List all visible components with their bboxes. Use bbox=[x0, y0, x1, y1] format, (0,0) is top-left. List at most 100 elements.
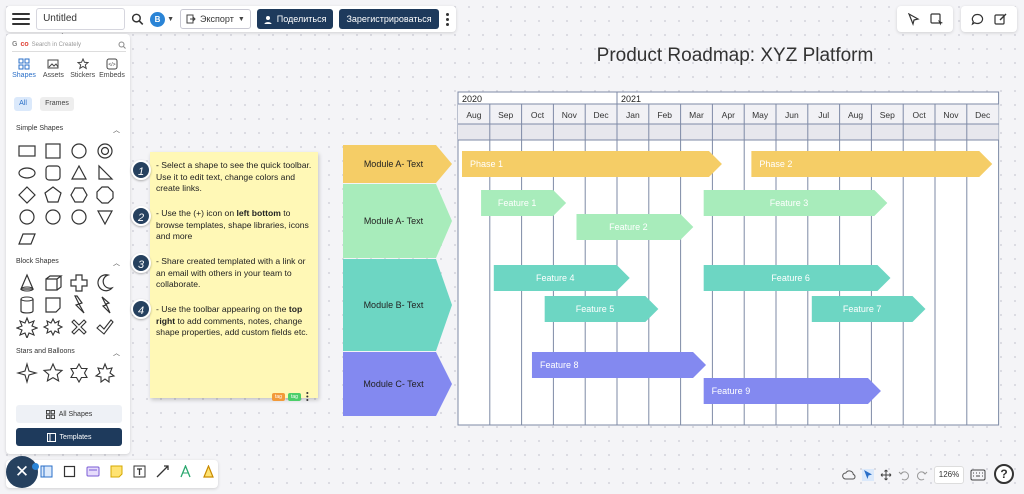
pointer-icon[interactable] bbox=[862, 469, 874, 481]
export-button[interactable]: Экспорт ▼ bbox=[180, 9, 251, 29]
sticky-note[interactable]: - Select a shape to see the quick toolba… bbox=[150, 152, 318, 402]
pointer-icon[interactable] bbox=[907, 12, 920, 26]
roadmap-bar bbox=[751, 151, 993, 177]
redo-icon[interactable] bbox=[916, 469, 928, 481]
bar-label: Feature 7 bbox=[843, 304, 882, 314]
moon-shape-icon[interactable] bbox=[94, 272, 116, 294]
collab-tools bbox=[961, 6, 1017, 32]
month-label: Oct bbox=[531, 110, 545, 120]
month-label: Jan bbox=[626, 110, 640, 120]
cylinder-shape-icon[interactable] bbox=[16, 294, 38, 316]
down-triangle-shape-icon[interactable] bbox=[94, 206, 116, 228]
frame-icon[interactable] bbox=[40, 465, 53, 478]
filter-all[interactable]: All bbox=[14, 97, 32, 111]
octagon-shape-icon[interactable] bbox=[94, 184, 116, 206]
module-arrow bbox=[343, 184, 452, 258]
template-icon bbox=[46, 432, 56, 442]
tab-embeds[interactable]: </> Embeds bbox=[98, 58, 126, 79]
folded-corner-shape-icon[interactable] bbox=[42, 294, 64, 316]
rectangle-shape-icon[interactable] bbox=[16, 140, 38, 162]
sidebar-search[interactable]: G co Search in Creately bbox=[12, 38, 126, 52]
ellipse-shape-icon[interactable] bbox=[16, 162, 38, 184]
search-icon[interactable] bbox=[131, 12, 144, 26]
section-simple-shapes[interactable]: Simple Shapes︿ bbox=[16, 125, 120, 134]
cloud-icon[interactable] bbox=[842, 469, 856, 481]
bar-label: Phase 1 bbox=[470, 159, 503, 169]
share-button[interactable]: Поделиться bbox=[256, 9, 334, 29]
hamburger-menu-icon[interactable] bbox=[12, 9, 31, 29]
section-block-shapes[interactable]: Block Shapes︿ bbox=[16, 258, 120, 267]
comment-icon[interactable] bbox=[971, 13, 984, 26]
pan-icon[interactable] bbox=[880, 469, 892, 481]
module-label: Module A- Text bbox=[364, 216, 424, 226]
bar-label: Phase 2 bbox=[759, 159, 792, 169]
square-shape-icon[interactable] bbox=[42, 140, 64, 162]
year-label: 2020 bbox=[462, 94, 482, 104]
text-tool-icon[interactable] bbox=[133, 465, 146, 478]
cube-shape-icon[interactable] bbox=[42, 272, 64, 294]
roadmap-bar bbox=[531, 352, 707, 378]
bottom-toolbar bbox=[6, 460, 218, 488]
undo-icon[interactable] bbox=[898, 469, 910, 481]
circle-shape-icon[interactable] bbox=[16, 206, 38, 228]
tab-shapes[interactable]: Shapes bbox=[10, 58, 38, 79]
hexagon-shape-icon[interactable] bbox=[68, 184, 90, 206]
help-icon[interactable]: ? bbox=[994, 464, 1014, 484]
lightning-bolt-shape-icon[interactable] bbox=[94, 294, 116, 316]
right-triangle-shape-icon[interactable] bbox=[94, 162, 116, 184]
parallelogram-shape-icon[interactable] bbox=[16, 228, 38, 250]
diamond-shape-icon[interactable] bbox=[16, 184, 38, 206]
x-shape-icon[interactable] bbox=[68, 316, 90, 338]
star7-shape-icon[interactable] bbox=[94, 362, 116, 384]
bar-label: Feature 8 bbox=[540, 360, 579, 370]
circle-shape-icon[interactable] bbox=[68, 206, 90, 228]
tag-orange[interactable]: tag bbox=[272, 392, 285, 401]
search-input[interactable]: Search in Creately bbox=[31, 41, 81, 48]
module-arrow bbox=[343, 352, 452, 416]
rounded-square-shape-icon[interactable] bbox=[42, 162, 64, 184]
rectangle-tool-icon[interactable] bbox=[63, 465, 76, 478]
cone-shape-icon[interactable] bbox=[16, 272, 38, 294]
more-options-icon[interactable] bbox=[445, 12, 450, 26]
star5-shape-icon[interactable] bbox=[42, 362, 64, 384]
step-badge-3: 3 bbox=[131, 253, 151, 273]
highlighter-icon[interactable] bbox=[202, 465, 215, 478]
triangle-shape-icon[interactable] bbox=[68, 162, 90, 184]
pentagon-shape-icon[interactable] bbox=[42, 184, 64, 206]
tag-green[interactable]: tag bbox=[287, 392, 301, 401]
section-stars-balloons[interactable]: Stars and Balloons︿ bbox=[16, 348, 120, 357]
sidebar-tabs: Shapes Assets Stickers </> Embeds bbox=[10, 58, 126, 79]
tab-stickers[interactable]: Stickers bbox=[69, 58, 97, 79]
arc-shape-icon[interactable] bbox=[94, 140, 116, 162]
explosion-shape-icon[interactable] bbox=[16, 316, 38, 338]
embed-icon: </> bbox=[106, 58, 118, 70]
close-plus-button[interactable]: ✕ bbox=[6, 456, 38, 488]
star6-shape-icon[interactable] bbox=[68, 362, 90, 384]
avatar-dropdown[interactable]: B ▼ bbox=[150, 11, 174, 27]
all-shapes-button[interactable]: All Shapes bbox=[16, 405, 122, 423]
connector-icon[interactable] bbox=[156, 465, 169, 478]
burst-shape-icon[interactable] bbox=[42, 316, 64, 338]
shape-select-icon[interactable] bbox=[929, 12, 944, 26]
circle-shape-icon[interactable] bbox=[68, 140, 90, 162]
templates-button[interactable]: Templates bbox=[16, 428, 122, 446]
pen-icon[interactable] bbox=[179, 465, 192, 478]
zoom-level[interactable]: 126% bbox=[934, 466, 964, 484]
roadmap-title[interactable]: Product Roadmap: XYZ Platform bbox=[596, 45, 874, 66]
note-more-icon[interactable] bbox=[305, 391, 309, 402]
roadmap-bar bbox=[703, 265, 891, 291]
lightning-shape-icon[interactable] bbox=[68, 294, 90, 316]
sticky-note-icon[interactable] bbox=[110, 465, 123, 478]
circle-shape-icon[interactable] bbox=[42, 206, 64, 228]
tab-assets[interactable]: Assets bbox=[39, 58, 67, 79]
keyboard-icon[interactable] bbox=[970, 468, 986, 482]
star4-shape-icon[interactable] bbox=[16, 362, 38, 384]
filter-frames[interactable]: Frames bbox=[40, 97, 74, 111]
register-button[interactable]: Зарегистрироваться bbox=[339, 9, 439, 29]
checkmark-shape-icon[interactable] bbox=[94, 316, 116, 338]
note-item-4: - Use the toolbar appearing on the top r… bbox=[156, 304, 308, 337]
edit-note-icon[interactable] bbox=[994, 13, 1007, 26]
cross-shape-icon[interactable] bbox=[68, 272, 90, 294]
card-icon[interactable] bbox=[86, 465, 100, 478]
